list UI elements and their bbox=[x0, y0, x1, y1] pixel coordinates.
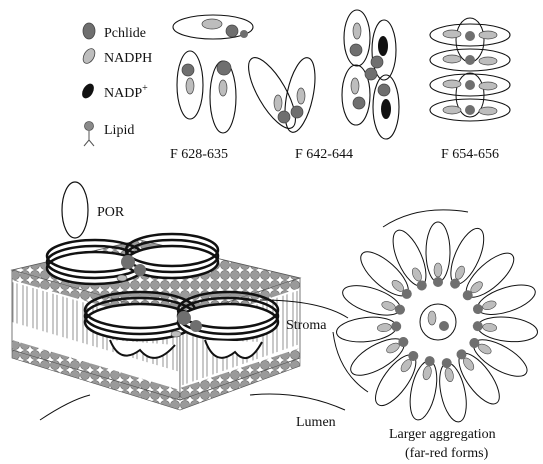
pchlide-swatch bbox=[83, 23, 95, 39]
lumen-label: Lumen bbox=[296, 415, 336, 430]
legend-nadp-label: NADP+ bbox=[104, 83, 148, 101]
form-f654-656-complex bbox=[430, 18, 510, 121]
legend: Pchlide NADPH NADP+ Lipid POR bbox=[62, 23, 152, 238]
form-label-f642-644: F 642-644 bbox=[295, 147, 353, 162]
form-label-f654-656: F 654-656 bbox=[441, 147, 499, 162]
larger-aggregation-complex bbox=[333, 210, 539, 424]
nadp-superscript: + bbox=[142, 83, 148, 94]
aggregation-label-line1: Larger aggregation bbox=[389, 427, 496, 442]
legend-por-label: POR bbox=[97, 205, 125, 220]
legend-lipid-label: Lipid bbox=[104, 123, 134, 138]
legend-pchlide-label: Pchlide bbox=[104, 26, 146, 41]
form-f628-635-complex bbox=[173, 15, 321, 135]
lipid-tail-swatch bbox=[84, 131, 94, 146]
form-f642-644-complex bbox=[342, 10, 399, 139]
legend-nadph-label: NADPH bbox=[104, 51, 152, 66]
nadp-text: NADP bbox=[104, 86, 142, 101]
aggregation-label-line2: (far-red forms) bbox=[405, 446, 489, 461]
form-label-f628-635: F 628-635 bbox=[170, 147, 228, 162]
por-swatch bbox=[62, 182, 88, 238]
stroma-label: Stroma bbox=[286, 318, 327, 333]
nadph-swatch bbox=[81, 47, 98, 66]
nadp-swatch bbox=[80, 82, 97, 101]
lipid-head-swatch bbox=[85, 122, 94, 131]
